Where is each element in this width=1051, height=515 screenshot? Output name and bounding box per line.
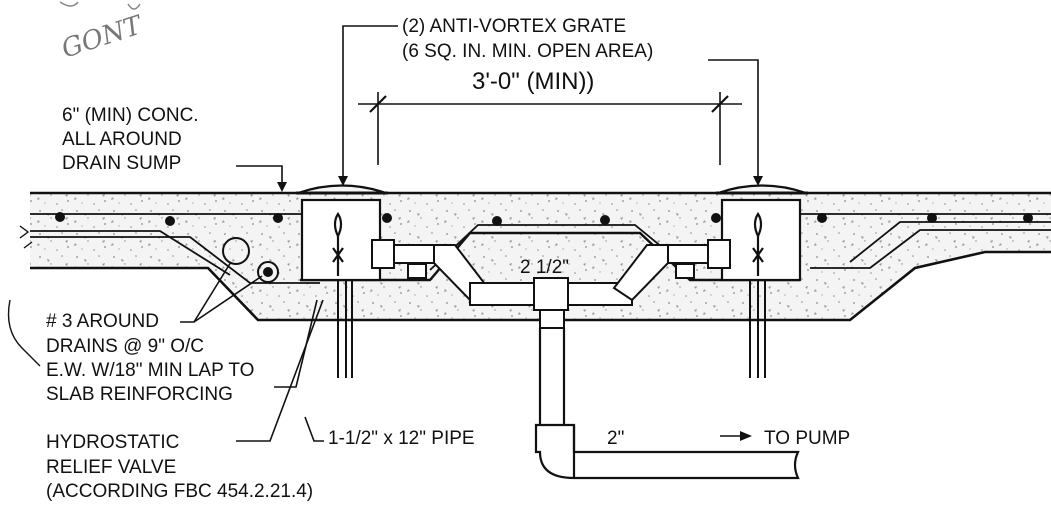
label-grate-line2: (6 SQ. IN. MIN. OPEN AREA) [402, 41, 654, 62]
dimension-line [358, 92, 742, 165]
label-conc-line2: ALL AROUND [62, 129, 182, 150]
label-to-pump: TO PUMP [764, 428, 851, 449]
label-relief-pipe: 1-1/2" x 12" PIPE [328, 428, 475, 449]
rebar-circle-right [257, 261, 279, 283]
label-grate-spacing: 3'-0" (MIN)) [472, 68, 595, 95]
label-rebar-line1: # 3 AROUND [46, 311, 159, 332]
label-conc-line3: DRAIN SUMP [62, 153, 182, 174]
label-pipe-size-center: 2 1/2" [520, 257, 570, 278]
label-valve-line1: HYDROSTATIC [46, 432, 180, 453]
rebar-dots [55, 212, 1033, 226]
pencil-mark [59, 1, 141, 10]
label-rebar-line4: SLAB REINFORCING [46, 384, 233, 405]
label-outlet-size: 2" [607, 428, 625, 449]
slab-outline [30, 191, 1051, 322]
label-valve-line2: RELIEF VALVE [46, 457, 177, 478]
leader-lines [180, 25, 759, 442]
internal-pipes [371, 239, 731, 329]
relief-pipes [337, 280, 766, 378]
label-rebar-line3: E.W. W/18" MIN LAP TO [46, 360, 255, 381]
label-grate-line1: (2) ANTI-VORTEX GRATE [402, 16, 627, 37]
left-drain-box [296, 184, 388, 282]
break-symbol [7, 225, 41, 367]
sump-floor [300, 231, 800, 282]
label-rebar-line2: DRAINS @ 9" O/C [46, 336, 205, 357]
outlet-pipe [534, 328, 800, 480]
rebar-circle-left [222, 237, 250, 265]
right-drain-box [716, 184, 808, 282]
label-valve-line3: (ACCORDING FBC 454.2.21.4) [46, 481, 314, 502]
label-conc-line1: 6" (MIN) CONC. [62, 105, 199, 126]
